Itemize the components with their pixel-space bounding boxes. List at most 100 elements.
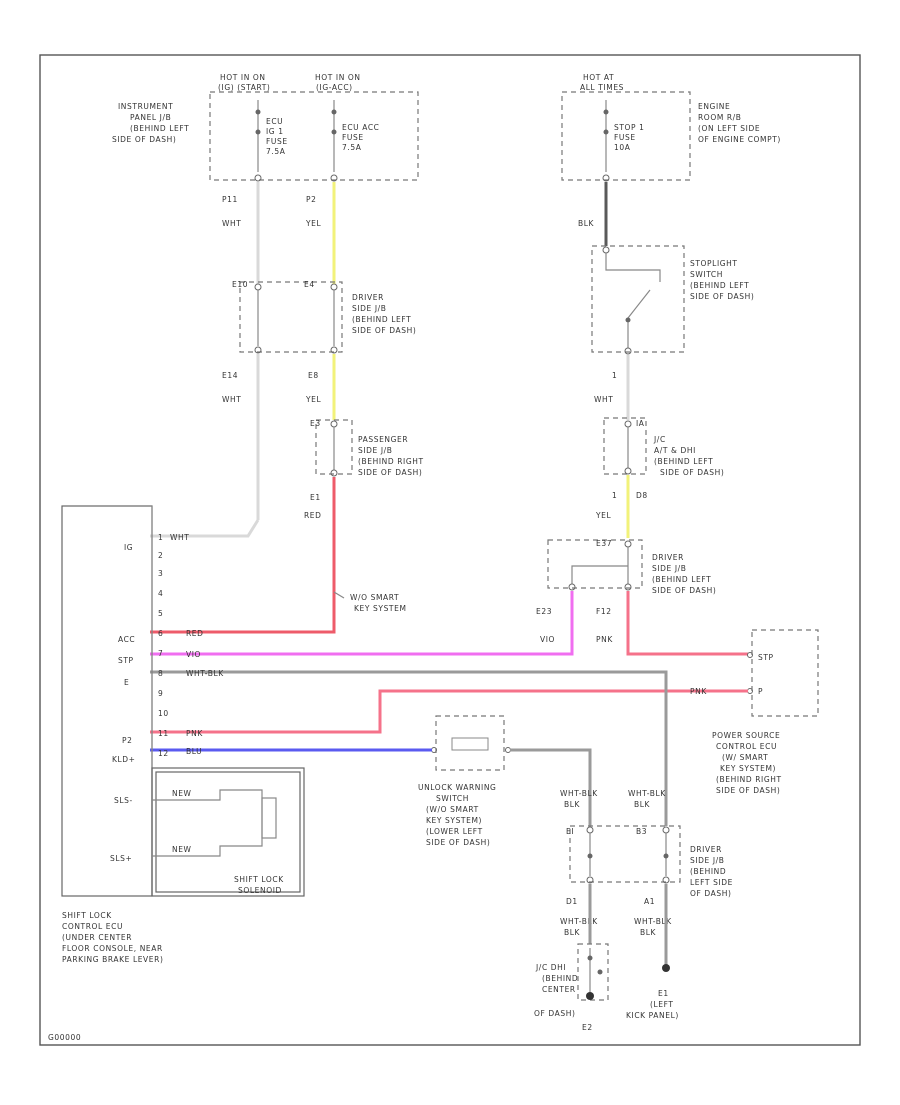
engine-room-rb-box xyxy=(561,91,691,181)
svg-text:CONTROL ECU: CONTROL ECU xyxy=(62,922,123,931)
shift-lock-ecu-label: SHIFT LOCK CONTROL ECU (UNDER CENTER FLO… xyxy=(62,911,163,964)
svg-text:(BEHIND RIGHT: (BEHIND RIGHT xyxy=(358,457,424,466)
wire-pnk-power-stp xyxy=(626,591,748,656)
engine-jb-line-1: ENGINE xyxy=(698,102,730,111)
driver-side-jb-1-box xyxy=(239,281,343,353)
ecu-ig-fuse: ECU IG 1 FUSE 7.5A xyxy=(255,100,287,172)
terminal-d3 xyxy=(330,469,338,477)
terminal-stoplight-out xyxy=(624,347,632,355)
label-blk-1: BLK xyxy=(564,800,581,809)
terminal-f12 xyxy=(624,583,632,591)
connector-f12: F12 xyxy=(596,607,612,616)
fuse-hot-left-line-1: HOT IN ON xyxy=(220,73,266,82)
connector-ei: EI xyxy=(566,827,574,836)
power-source-ecu-label: POWER SOURCE CONTROL ECU (W/ SMART KEY S… xyxy=(712,731,781,795)
smart-key-label: W/O SMART KEY SYSTEM xyxy=(350,593,406,613)
svg-text:SIDE OF DASH): SIDE OF DASH) xyxy=(690,292,754,301)
solenoid-pin-1: NEW xyxy=(172,789,192,798)
terminal-jc-top xyxy=(624,420,632,428)
smart-key-leader xyxy=(333,591,345,599)
svg-text:(W/ SMART: (W/ SMART xyxy=(722,753,768,762)
label-pnk-p: PNK xyxy=(186,729,203,738)
svg-text:CONTROL ECU: CONTROL ECU xyxy=(716,742,777,751)
jb3-node-right xyxy=(663,853,669,859)
power-source-ecu-box xyxy=(751,629,819,717)
ground-e1-symbol xyxy=(662,964,670,972)
svg-text:CENTER: CENTER xyxy=(542,985,576,994)
pin-number-1: 1 xyxy=(158,533,163,542)
svg-text:(BEHIND LEFT: (BEHIND LEFT xyxy=(652,575,711,584)
diagram-id: G00000 xyxy=(48,1033,81,1042)
ecu-pin-number-column: 1 2 3 4 5 6 7 8 9 10 11 12 xyxy=(158,533,168,758)
connector-1b: 1 xyxy=(612,491,617,500)
label-wht-ig: WHT xyxy=(170,533,189,542)
svg-text:SIDE OF DASH): SIDE OF DASH) xyxy=(716,786,780,795)
shift-lock-ecu-box xyxy=(61,505,153,897)
ecu-pin-e: E xyxy=(124,678,129,687)
driver-jb-1-label: DRIVER SIDE J/B (BEHIND LEFT SIDE OF DAS… xyxy=(352,293,416,335)
label-wht-mid: WHT xyxy=(222,395,241,404)
label-blk-3: BLK xyxy=(564,928,581,937)
driver-side-jb-2-box xyxy=(547,539,643,589)
connector-e37: E37 xyxy=(596,539,612,548)
svg-text:STOPLIGHT: STOPLIGHT xyxy=(690,259,738,268)
stoplight-contact xyxy=(625,317,631,323)
instrument-jb-line-4: SIDE OF DASH) xyxy=(112,135,176,144)
connector-e23: E23 xyxy=(536,607,552,616)
left-kick-panel-label: (LEFT KICK PANEL) xyxy=(626,1000,678,1020)
svg-text:PASSENGER: PASSENGER xyxy=(358,435,408,444)
terminal-p2 xyxy=(330,174,338,182)
ground-e1-label: E1 xyxy=(658,989,669,998)
svg-text:FLOOR CONSOLE, NEAR: FLOOR CONSOLE, NEAR xyxy=(62,944,163,953)
label-blk-top: BLK xyxy=(578,219,595,228)
solenoid-wiring xyxy=(152,789,263,857)
svg-text:OF DASH): OF DASH) xyxy=(690,889,732,898)
terminal-unlock-out xyxy=(505,747,511,753)
svg-text:A/T & DHI: A/T & DHI xyxy=(654,446,696,455)
svg-text:UNLOCK WARNING: UNLOCK WARNING xyxy=(418,783,496,792)
svg-text:SIDE J/B: SIDE J/B xyxy=(652,564,687,573)
pin-number-4: 4 xyxy=(158,589,163,598)
fuse-hot-right-line-1: HOT AT xyxy=(583,73,614,82)
instrument-jb-line-1: INSTRUMENT xyxy=(118,102,173,111)
pin-number-8: 8 xyxy=(158,669,163,678)
svg-text:7.5A: 7.5A xyxy=(266,147,286,156)
wire-wht-blk-e xyxy=(150,670,668,826)
passenger-side-jb-box xyxy=(315,419,353,475)
svg-text:SIDE J/B: SIDE J/B xyxy=(690,856,725,865)
wire-red-acc xyxy=(150,477,336,634)
connector-d3: E1 xyxy=(310,493,321,502)
ecu-pin-stp: STP xyxy=(118,656,134,665)
connector-ia: IA xyxy=(636,419,645,428)
jc-center-box xyxy=(577,943,609,1001)
svg-text:IG 1: IG 1 xyxy=(266,127,284,136)
fuse-hot-left-line-2: (IG) (START) xyxy=(218,83,270,92)
shift-lock-solenoid-label: SHIFT LOCK SOLENOID xyxy=(234,875,284,895)
driver-jb-2-label: DRIVER SIDE J/B (BEHIND LEFT SIDE OF DAS… xyxy=(652,553,716,595)
connector-p11: P11 xyxy=(222,195,238,204)
pin-number-5: 5 xyxy=(158,609,163,618)
label-wht-top: WHT xyxy=(222,219,241,228)
fuse-hot-mid-line-2: (IG-ACC) xyxy=(316,83,353,92)
terminal-b3 xyxy=(662,826,670,834)
connector-a1: A1 xyxy=(644,897,655,906)
driver-side-jb-3-box xyxy=(569,825,681,883)
svg-text:SOLENOID: SOLENOID xyxy=(238,886,282,895)
ecu-pin-sls-minus: SLS- xyxy=(114,796,133,805)
shift-lock-solenoid-inner xyxy=(155,771,301,893)
stoplight-switch-top xyxy=(605,253,661,282)
diagram-frame xyxy=(39,54,861,1046)
passenger-jb-label: PASSENGER SIDE J/B (BEHIND RIGHT SIDE OF… xyxy=(358,435,424,477)
fuse-hot-right-label: HOT AT ALL TIMES xyxy=(580,73,623,92)
label-vio-stp: VIO xyxy=(186,650,201,659)
jc-center-node-2 xyxy=(597,969,603,975)
instrument-jb-line-2: PANEL J/B xyxy=(130,113,171,122)
svg-text:SIDE OF DASH): SIDE OF DASH) xyxy=(426,838,490,847)
wire-wht-ig xyxy=(150,519,260,538)
label-yel-mid: YEL xyxy=(305,395,322,404)
svg-text:PARKING BRAKE LEVER): PARKING BRAKE LEVER) xyxy=(62,955,163,964)
svg-text:SIDE OF DASH): SIDE OF DASH) xyxy=(660,468,724,477)
unlock-switch-element xyxy=(451,737,489,751)
